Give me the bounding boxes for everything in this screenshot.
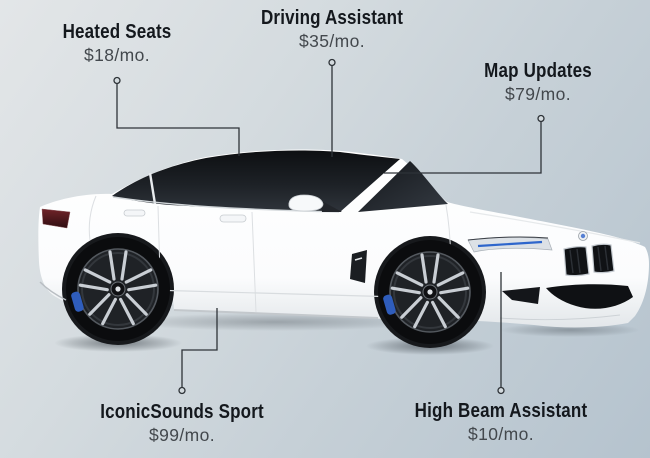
quarter-window-divider <box>148 172 157 205</box>
feature-price: $18/mo. <box>83 45 151 65</box>
anchor-dot-heated-seats <box>113 76 121 85</box>
headlight-brow <box>467 236 549 241</box>
kidney-grille <box>563 243 615 277</box>
feature-title: Driving Assistant <box>260 7 404 29</box>
fender-vent <box>350 250 367 283</box>
bumper-intake <box>546 284 633 309</box>
feature-price: $10/mo. <box>467 424 535 444</box>
windshield <box>358 161 448 212</box>
bmw-roundel-center <box>580 233 586 239</box>
front-door-handle <box>219 214 247 223</box>
hood-crease <box>469 211 641 244</box>
rear-wheel <box>64 235 172 343</box>
bumper-contour <box>499 314 621 321</box>
headlight-led-accent <box>477 240 543 248</box>
feature-price: $99/mo. <box>148 425 216 445</box>
feature-title: High Beam Assistant <box>414 400 588 422</box>
feature-price: $79/mo. <box>504 84 572 104</box>
feature-label-iconicsounds-sport: IconicSounds Sport $99/mo. <box>86 402 279 448</box>
callout-connectors <box>116 66 542 387</box>
callout-dots <box>113 58 545 395</box>
feature-label-map-updates: Map Updates $79/mo. <box>475 61 602 107</box>
connector-iconicsounds-sport <box>181 308 218 387</box>
feature-title: IconicSounds Sport <box>100 401 264 423</box>
rear-lower-edge <box>39 281 67 301</box>
rear-door-handle <box>123 209 146 217</box>
front-wheel <box>376 238 484 346</box>
feature-label-driving-assistant: Driving Assistant $35/mo. <box>248 8 415 54</box>
bumper-intake-side <box>502 287 540 304</box>
feature-price: $35/mo. <box>298 31 366 51</box>
side-glass <box>112 150 400 212</box>
anchor-dot-map-updates <box>537 114 545 123</box>
connector-map-updates <box>384 122 542 174</box>
connector-heated-seats <box>116 84 240 156</box>
anchor-dot-high-beam-assistant <box>497 386 505 395</box>
side-mirror <box>288 194 324 212</box>
rocker-shadow <box>173 309 379 319</box>
feature-label-high-beam-assistant: High Beam Assistant $10/mo. <box>399 401 602 447</box>
feature-label-heated-seats: Heated Seats $18/mo. <box>53 22 181 68</box>
anchor-dot-driving-assistant <box>328 58 336 67</box>
fender-vent-accent <box>354 257 363 261</box>
feature-title: Map Updates <box>484 60 592 82</box>
anchor-dot-iconicsounds-sport <box>178 386 186 395</box>
feature-title: Heated Seats <box>62 21 172 43</box>
mirror-base <box>320 200 342 212</box>
taillight <box>41 208 71 229</box>
